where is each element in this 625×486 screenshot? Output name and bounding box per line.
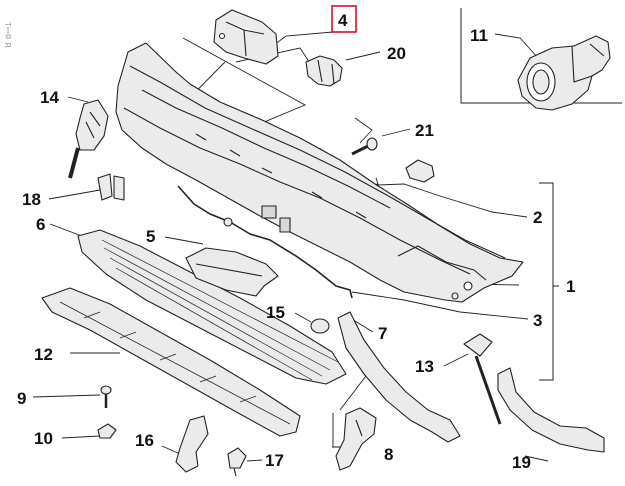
- callout-9: 9: [17, 389, 26, 408]
- callout-13: 13: [415, 357, 434, 376]
- callout-15: 15: [266, 303, 285, 322]
- clip-part-20: [305, 55, 343, 87]
- callout-3: 3: [533, 311, 542, 330]
- clip-part-18: [97, 173, 125, 201]
- bolt-part-9: [100, 385, 112, 408]
- leader-5: [164, 236, 204, 245]
- callout-21: 21: [415, 121, 434, 140]
- callout-11: 11: [470, 26, 488, 45]
- clip-part-17: [227, 447, 247, 477]
- pad-part-5: [185, 247, 279, 297]
- mount-part-16: [175, 415, 209, 473]
- leader-19: [524, 455, 549, 462]
- connector-part-14: [68, 99, 109, 179]
- bracket-part-4: [213, 9, 279, 65]
- callout-8: 8: [384, 445, 393, 464]
- hose-part-19: [497, 367, 605, 453]
- callout-7: 7: [378, 324, 387, 343]
- leader-16: [161, 445, 181, 455]
- callout-4: 4: [338, 11, 348, 30]
- nut-part-10: [97, 423, 117, 439]
- callout-14: 14: [40, 88, 59, 107]
- callout-6: 6: [36, 215, 45, 234]
- cable-3-clip: [223, 217, 233, 227]
- cowl-panel-part: [115, 42, 524, 303]
- leader-4: [269, 31, 334, 49]
- leader-13: [443, 353, 469, 367]
- leader-20: [345, 51, 381, 61]
- grille-panel-part-6: [77, 229, 347, 385]
- leader-18: [48, 189, 101, 200]
- leader-21: [354, 117, 411, 144]
- leader-10: [61, 435, 101, 439]
- leader-9: [32, 394, 101, 398]
- lower-rail-part-12: [41, 287, 301, 437]
- leader-11: [494, 33, 541, 61]
- hose-part-7: [337, 311, 461, 443]
- leader-3: [351, 291, 529, 320]
- callout-19: 19: [512, 453, 531, 472]
- bracket-part-8: [335, 407, 377, 471]
- side-watermark: ꓤ ⊚ꟷꞱ: [4, 22, 13, 48]
- callout-16: 16: [135, 431, 154, 450]
- blower-part-11: [517, 35, 611, 111]
- screw-part-21: [351, 137, 378, 156]
- callout-4-highlight-box: [331, 5, 357, 33]
- leader-17: [246, 459, 263, 462]
- callout-12: 12: [34, 345, 53, 364]
- callout-2: 2: [533, 208, 542, 227]
- callout-20: 20: [387, 44, 406, 63]
- leader-8: [332, 413, 340, 448]
- callout-18: 18: [22, 190, 41, 209]
- cable-part-3: [177, 185, 353, 299]
- callout-10: 10: [34, 429, 53, 448]
- rod-part-13: [463, 333, 502, 425]
- cap-part-2: [405, 159, 435, 183]
- callout-1: 1: [566, 277, 575, 296]
- group-bracket-1: [539, 182, 559, 381]
- leader-15: [294, 312, 312, 323]
- callout-17: 17: [265, 451, 284, 470]
- callout-5: 5: [146, 227, 155, 246]
- grommet-part-15: [310, 318, 330, 334]
- leader-14: [67, 96, 89, 103]
- bracket-4-hole: [218, 32, 226, 40]
